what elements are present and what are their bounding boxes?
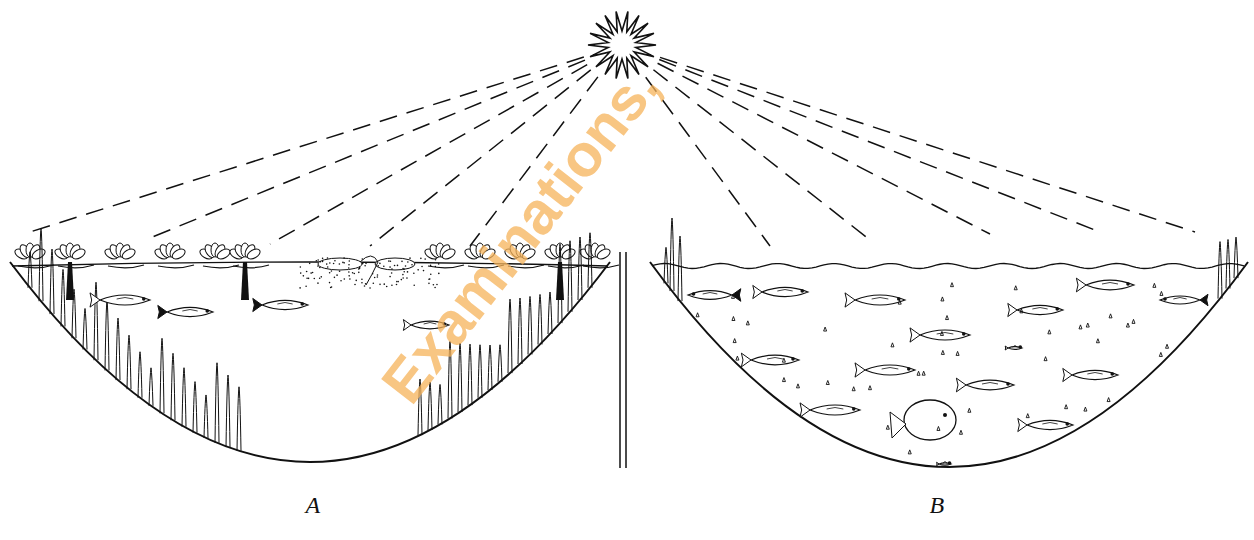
pond-a-outline bbox=[10, 262, 610, 462]
fish-b bbox=[688, 278, 1208, 466]
pond-letter: A bbox=[306, 492, 321, 519]
plankton bbox=[696, 283, 1168, 454]
pond-b-outline bbox=[650, 262, 1248, 467]
pond-letter: B bbox=[930, 492, 945, 519]
reeds-b bbox=[664, 218, 1238, 301]
fish-a bbox=[90, 293, 449, 331]
